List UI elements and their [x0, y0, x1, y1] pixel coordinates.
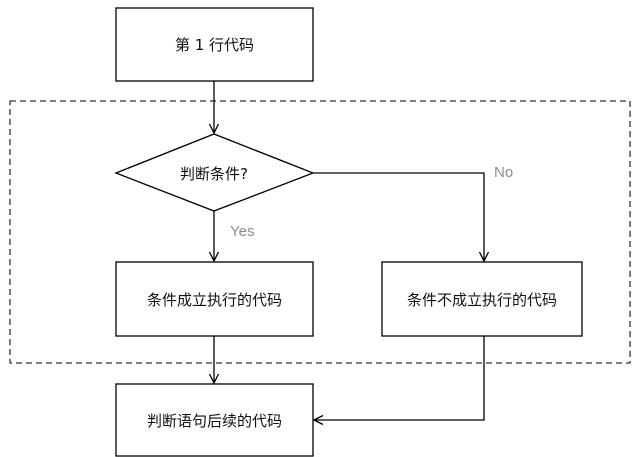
node-after-label: 判断语句后续的代码: [146, 411, 282, 430]
if-block-boundary: [9, 100, 631, 364]
edge-label-yes: Yes: [230, 223, 255, 240]
node-false-branch-box: [381, 261, 583, 337]
node-true-branch-box: [115, 261, 314, 337]
node-false-branch-label: 条件不成立执行的代码: [406, 290, 557, 309]
node-true-branch-label: 条件成立执行的代码: [146, 290, 282, 309]
arrow-no: [313, 172, 490, 263]
edge-label-no: No: [494, 164, 514, 181]
node-line1-label: 第 1 行代码: [174, 36, 255, 54]
decision-label: 判断条件?: [180, 164, 248, 183]
arrow-false-to-after: [312, 336, 485, 426]
